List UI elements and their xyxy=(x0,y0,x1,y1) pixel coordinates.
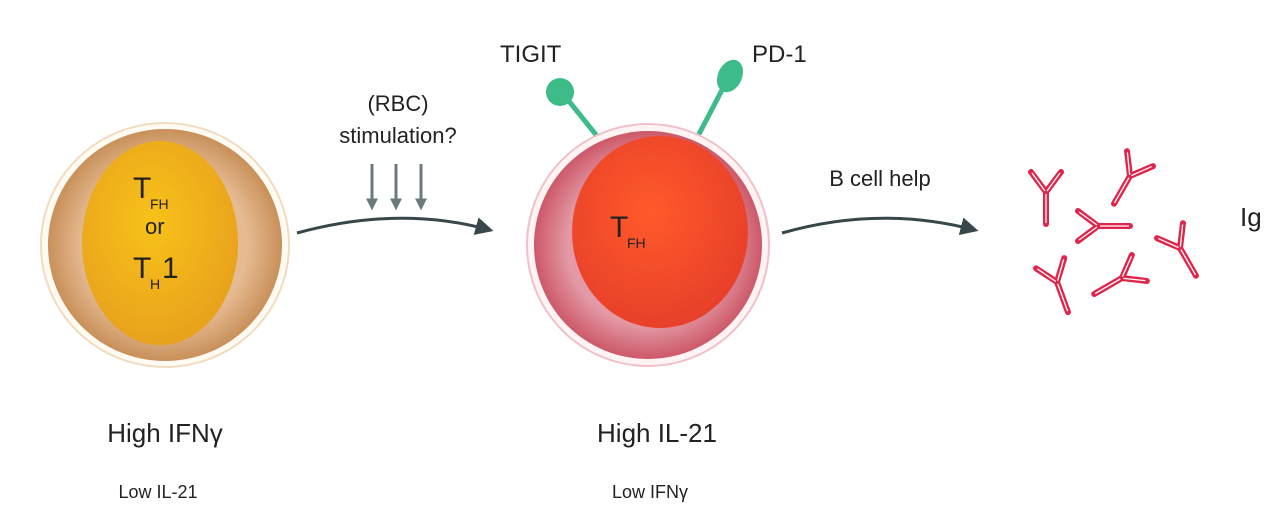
middle-cell-t: T xyxy=(610,211,628,244)
arrow-to-ig xyxy=(781,216,979,236)
middle-cell: T FH xyxy=(526,59,770,367)
middle-cell-sub: FH xyxy=(627,235,646,251)
left-cell-t2: T xyxy=(133,252,151,285)
left-cell-or: or xyxy=(145,214,165,239)
antibody-icon xyxy=(1157,223,1209,283)
antibody-icon xyxy=(1031,172,1061,224)
pd1-stem xyxy=(695,88,725,138)
stimulation-line2: stimulation? xyxy=(339,123,456,148)
middle-label-high: High IL-21 xyxy=(597,418,717,448)
left-cell-nucleus xyxy=(82,141,238,345)
antibody-icon xyxy=(1078,211,1130,241)
antibodies xyxy=(1031,151,1209,317)
tigit-stem xyxy=(566,98,599,138)
stimulation-arrows xyxy=(366,164,427,211)
left-cell-sub2: H xyxy=(150,276,160,292)
left-cell-sub1: FH xyxy=(150,196,169,212)
pd1-label: PD-1 xyxy=(752,41,807,68)
b-cell-help-label: B cell help xyxy=(829,166,931,191)
left-cell-suffix: 1 xyxy=(162,252,179,285)
ig-label: Ig xyxy=(1240,202,1262,232)
left-label-high: High IFNγ xyxy=(107,418,223,448)
left-label-low: Low IL-21 xyxy=(118,482,197,502)
middle-label-low: Low IFNγ xyxy=(612,482,688,502)
antibody-icon xyxy=(1087,255,1147,307)
pd1-receptor-icon xyxy=(716,59,744,93)
tigit-receptor-icon xyxy=(546,78,574,106)
tigit-label: TIGIT xyxy=(500,41,562,68)
middle-cell-nucleus xyxy=(572,136,748,328)
left-cell: T FH or T H 1 xyxy=(40,122,290,368)
arrow-to-tfh xyxy=(296,216,494,235)
stimulation-line1: (RBC) xyxy=(367,91,428,116)
antibody-icon xyxy=(1036,258,1082,317)
left-cell-t1: T xyxy=(133,172,151,205)
antibody-icon xyxy=(1101,151,1153,211)
